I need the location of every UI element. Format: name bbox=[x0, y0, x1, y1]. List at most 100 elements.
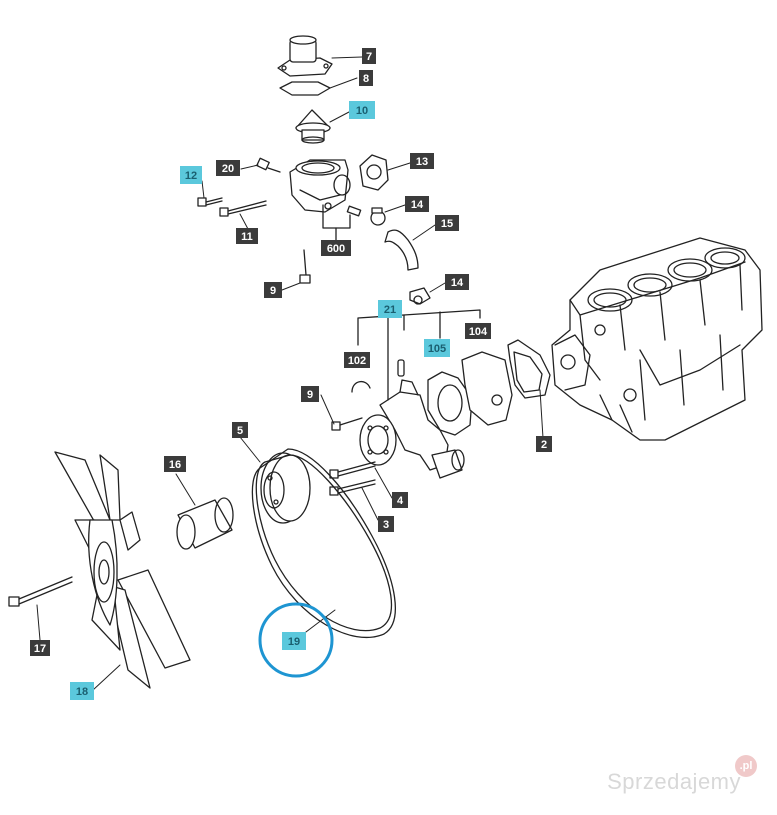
callout-tag-label: 14 bbox=[451, 277, 464, 289]
callout-tag-box bbox=[216, 160, 240, 176]
bolt-4-drawing bbox=[329, 461, 376, 479]
callout-tag-label: 11 bbox=[241, 231, 253, 243]
callout-tag-box bbox=[180, 166, 202, 184]
callout-tag-box bbox=[405, 196, 429, 212]
callout-tag: 9 bbox=[301, 386, 319, 402]
callout-tag: 104 bbox=[465, 323, 491, 339]
callout-tag: 10 bbox=[349, 101, 375, 119]
callout-tag: 600 bbox=[321, 240, 351, 256]
callout-tag: 20 bbox=[216, 160, 240, 176]
callout-tag-label: 9 bbox=[270, 285, 276, 297]
gasket-105-drawing bbox=[427, 371, 473, 436]
clamp-14-lower-drawing bbox=[409, 287, 431, 305]
callout-tag-box bbox=[70, 682, 94, 700]
thermostat-drawing bbox=[295, 109, 331, 144]
callout-tag-label: 10 bbox=[356, 105, 368, 117]
callout-tag: 21 bbox=[378, 300, 402, 318]
callout-tag: 4 bbox=[392, 492, 408, 508]
bolt-3-drawing bbox=[329, 479, 376, 496]
gasket-8-drawing bbox=[279, 81, 331, 96]
clamp-14-drawing bbox=[370, 207, 386, 226]
plate-104-drawing bbox=[461, 351, 513, 426]
callout-tag: 11 bbox=[236, 228, 258, 244]
belt-19-drawing bbox=[251, 448, 396, 639]
callout-tag: 12 bbox=[180, 166, 202, 184]
callout-tag-label: 18 bbox=[76, 686, 88, 698]
callout-tag-label: 17 bbox=[34, 643, 46, 655]
callout-tag: 14 bbox=[445, 274, 469, 290]
callout-tag-box bbox=[236, 228, 258, 244]
watermark-badge: .pl bbox=[735, 755, 757, 777]
callout-tag: 2 bbox=[536, 436, 552, 452]
callout-tag-box bbox=[164, 456, 186, 472]
callout-tag-box bbox=[435, 215, 459, 231]
callout-tag-label: 104 bbox=[469, 326, 488, 338]
leader-lines bbox=[36, 56, 544, 691]
thermostat-cover-drawing bbox=[277, 35, 333, 77]
water-pump-drawing bbox=[359, 379, 465, 479]
callout-tag: 105 bbox=[424, 339, 450, 357]
watermark-text: Sprzedajemy bbox=[607, 769, 741, 794]
callout-tag: 15 bbox=[435, 215, 459, 231]
callout-tag-box bbox=[536, 436, 552, 452]
callout-tag: 3 bbox=[378, 516, 394, 532]
callout-tag-label: 13 bbox=[416, 156, 428, 168]
bolt-12-drawing bbox=[197, 197, 223, 207]
callout-tag-label: 21 bbox=[384, 304, 396, 316]
callout-tag-box bbox=[392, 492, 408, 508]
callout-tag-label: 9 bbox=[307, 389, 313, 401]
bolt-11-drawing bbox=[219, 200, 267, 217]
engine-block-drawing bbox=[551, 237, 763, 441]
callout-tag: 14 bbox=[405, 196, 429, 212]
callout-tag-box bbox=[30, 640, 50, 656]
callout-tag-label: 8 bbox=[363, 73, 369, 85]
callout-tag-label: 2 bbox=[541, 439, 547, 451]
fan-18-drawing bbox=[54, 451, 191, 689]
callout-tag-label: 16 bbox=[169, 459, 181, 471]
callout-tag-label: 600 bbox=[327, 243, 345, 255]
callout-tag: 13 bbox=[410, 153, 434, 169]
callout-tag-label: 12 bbox=[185, 170, 197, 182]
callout-tag-box bbox=[445, 274, 469, 290]
callout-tag: 16 bbox=[164, 456, 186, 472]
callout-tag: 9 bbox=[264, 282, 282, 298]
callout-tag-box bbox=[282, 632, 306, 650]
callout-labels: 7810122013141115600914211021051049521643… bbox=[30, 48, 552, 700]
thermostat-housing-drawing bbox=[289, 159, 351, 213]
circlip-drawing bbox=[351, 381, 371, 393]
callout-tag-box bbox=[465, 323, 491, 339]
bolt-9-lower-drawing bbox=[331, 417, 363, 431]
callout-tag: 19 bbox=[282, 632, 306, 650]
callout-tag-label: 4 bbox=[397, 495, 404, 507]
callout-tag-label: 3 bbox=[383, 519, 389, 531]
gasket-13-drawing bbox=[359, 154, 389, 191]
callout-tag-label: 102 bbox=[348, 355, 366, 367]
callout-tag-box bbox=[321, 240, 351, 256]
callout-tag-label: 14 bbox=[411, 199, 424, 211]
callout-tag-label: 15 bbox=[441, 218, 453, 230]
callout-tag-box bbox=[410, 153, 434, 169]
bolt-17-drawing bbox=[8, 576, 73, 607]
gasket-2-drawing bbox=[507, 339, 551, 399]
callout-tag-box bbox=[362, 48, 376, 64]
callout-tag-box bbox=[301, 386, 319, 402]
callout-tag-box bbox=[378, 300, 402, 318]
pulley-5-drawing bbox=[260, 452, 311, 524]
callout-tag-box bbox=[349, 101, 375, 119]
bolt-9-top-drawing bbox=[299, 249, 311, 284]
callout-tag: 102 bbox=[344, 352, 370, 368]
callout-tag-box bbox=[424, 339, 450, 357]
highlight-circle bbox=[258, 602, 334, 678]
callout-tag-box bbox=[232, 422, 248, 438]
callout-tag: 8 bbox=[359, 70, 373, 86]
hose-15-drawing bbox=[384, 229, 419, 271]
callout-tag-label: 19 bbox=[288, 636, 300, 648]
spacer-16-drawing bbox=[176, 497, 234, 550]
callout-tag-label: 105 bbox=[428, 343, 446, 355]
callout-tag-box bbox=[378, 516, 394, 532]
callout-tag-box bbox=[359, 70, 373, 86]
callout-tag-box bbox=[344, 352, 370, 368]
callout-tag: 17 bbox=[30, 640, 50, 656]
sensor-20-drawing bbox=[256, 157, 281, 173]
